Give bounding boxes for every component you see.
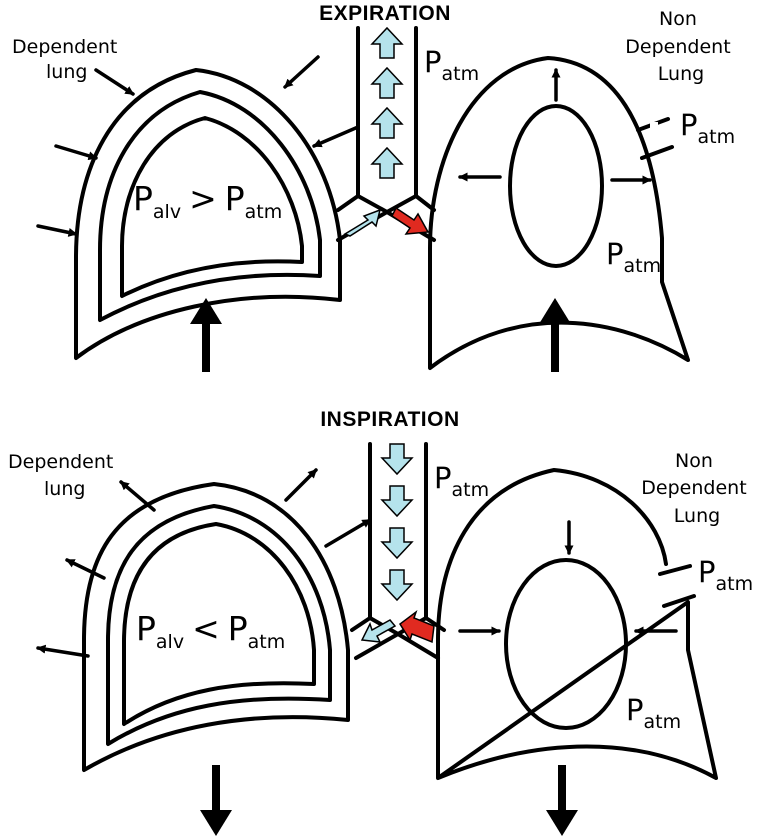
inspiration-pressure-arrow-1 — [119, 480, 156, 512]
expiration-left-lung-outer — [74, 68, 342, 360]
expiration-title: EXPIRATION — [319, 2, 451, 25]
expiration-pleural-pressure: Patm — [680, 108, 735, 148]
inspiration-pressure-arrow-2 — [284, 468, 318, 502]
expiration-dependent-label: Dependent lung — [12, 36, 123, 83]
expiration-right-lung-opening-bottom — [640, 145, 674, 160]
inspiration-pressure-relation: Palv<Patm — [136, 609, 285, 653]
expiration-alveolus — [508, 104, 604, 268]
inspiration-left-pleura — [122, 522, 316, 726]
expiration-pressure-arrow-1 — [94, 68, 135, 96]
expiration-left-pleura — [120, 116, 304, 298]
inspiration-right-lung-opening-top — [658, 564, 692, 576]
inspiration-pleural-pressure: Patm — [698, 555, 753, 595]
inspiration-pressure-arrow-4 — [36, 644, 90, 658]
expiration-inner-pressure: Patm — [606, 237, 661, 277]
inspiration-shunt-arrow — [398, 609, 435, 644]
inspiration-left-lung-outer — [82, 482, 350, 772]
expiration-tube-pressure: Patm — [424, 45, 479, 85]
inspiration-nondependent-label: Non Dependent Lung — [641, 450, 752, 527]
expiration-pressure-arrow-5 — [312, 125, 360, 148]
inspiration-pressure-arrow-3 — [65, 558, 106, 580]
inspiration-pressure-arrow-5 — [324, 518, 372, 548]
inspiration-tube-pressure: Patm — [434, 461, 489, 501]
inspiration-inner-pressure: Patm — [626, 693, 681, 733]
expiration-pressure-arrow-2 — [283, 55, 320, 89]
inspiration-alveolus — [504, 558, 628, 730]
inspiration-right-lung — [436, 468, 718, 780]
inspiration-panel: INSPIRATION Dependent lung Palv<Patm — [8, 408, 753, 836]
expiration-shunt-arrow — [391, 206, 430, 235]
inspiration-left-lung-inner — [106, 504, 332, 746]
expiration-pressure-arrow-3 — [54, 144, 98, 161]
expiration-nondependent-label: Non Dependent Lung — [625, 8, 736, 85]
expiration-airflow-arrows — [343, 26, 404, 237]
expiration-panel: EXPIRATION Dependent lung Palv>Patm — [12, 2, 736, 372]
inspiration-right-lung-opening-bottom — [662, 594, 696, 608]
inspiration-dependent-label: Dependent lung — [8, 451, 119, 500]
expiration-pressure-arrow-4 — [36, 224, 78, 237]
expiration-left-lung-inner — [98, 90, 322, 322]
inspiration-title: INSPIRATION — [320, 408, 459, 431]
expiration-pressure-relation: Palv>Patm — [133, 179, 282, 223]
inspiration-airflow-arrows — [360, 443, 414, 643]
expiration-right-lung — [428, 56, 690, 370]
